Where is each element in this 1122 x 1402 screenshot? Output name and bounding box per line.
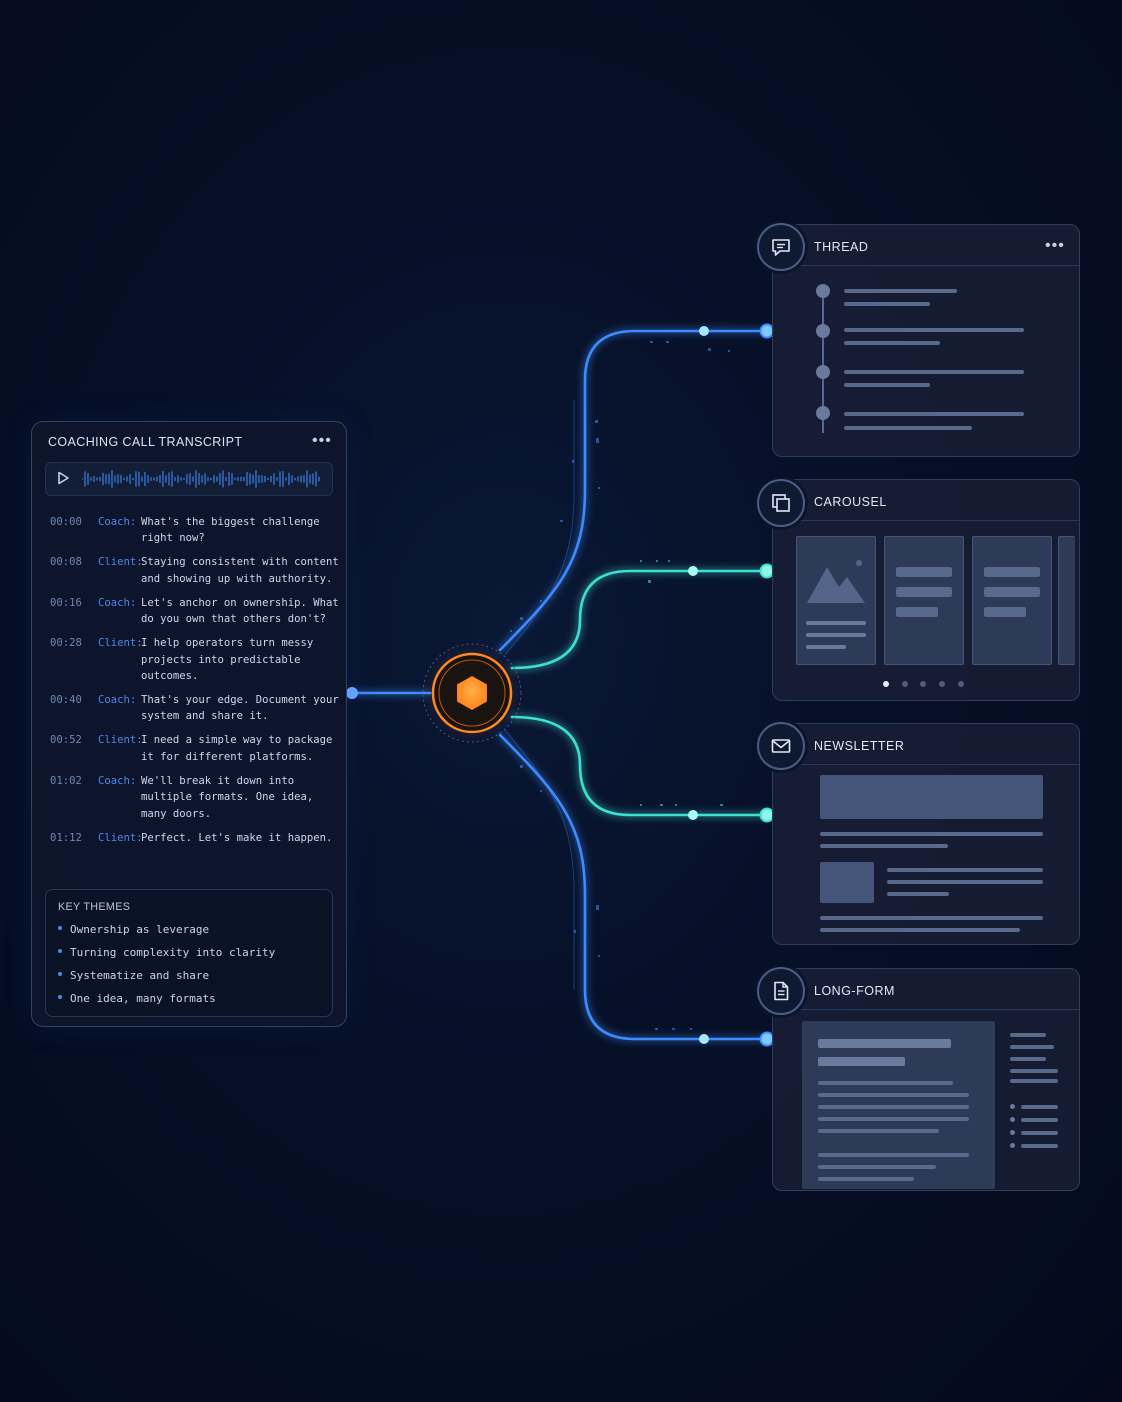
newsletter-title: NEWSLETTER: [814, 739, 905, 753]
key-themes-title: KEY THEMES: [58, 901, 131, 913]
speaker-label: Client:: [98, 734, 143, 747]
timestamp: 00:08: [50, 556, 82, 569]
theme-text: One idea, many formats: [70, 992, 216, 1005]
carousel-slide-4[interactable]: [1058, 536, 1075, 665]
timestamp: 00:28: [50, 637, 82, 650]
transcript-line: 00:16 Coach: Let's anchor on ownership. Wh…: [50, 595, 340, 628]
thread-timeline: [816, 284, 830, 433]
longform-connector: [498, 733, 769, 1041]
longform-card[interactable]: LONG-FORM: [772, 968, 1080, 1191]
transcript-line: 01:02 Coach: We'll break it down into mult…: [50, 773, 340, 822]
line-text: We'll break it down into multiple format…: [141, 774, 314, 820]
timestamp: 00:52: [50, 734, 82, 747]
document-icon: [774, 981, 789, 1001]
speaker-label: Client:: [98, 637, 143, 650]
line-text: Let's anchor on ownership. What do you o…: [141, 596, 339, 626]
speaker-label: Client:: [98, 556, 143, 569]
transcript-line: 00:00 Coach: What's the biggest challenge …: [50, 514, 340, 547]
carousel-slide-2[interactable]: [884, 536, 964, 665]
waveform[interactable]: [82, 469, 322, 489]
theme-text: Ownership as leverage: [70, 923, 210, 936]
carousel-connector: [510, 569, 769, 670]
bullet-icon: [58, 972, 62, 976]
theme-item: One idea, many formats: [58, 990, 275, 1013]
audio-player: [45, 462, 333, 496]
carousel-page-dot[interactable]: [939, 681, 945, 687]
timestamp: 00:00: [50, 516, 82, 528]
longform-badge: [757, 967, 805, 1015]
carousel-title: CAROUSEL: [814, 495, 887, 509]
longform-title: LONG-FORM: [814, 984, 895, 998]
thread-menu-icon[interactable]: •••: [1045, 237, 1065, 254]
timestamp: 00:16: [50, 596, 82, 609]
speaker-label: Coach:: [98, 694, 137, 707]
speaker-label: Coach:: [98, 774, 137, 787]
line-text: Perfect. Let's make it happen.: [141, 831, 333, 844]
bullet-icon: [58, 926, 62, 930]
newsletter-card[interactable]: NEWSLETTER: [772, 723, 1080, 945]
bullet-icon: [58, 995, 62, 999]
carousel-page-dot-active[interactable]: [883, 681, 889, 687]
theme-item: Systematize and share: [58, 967, 275, 990]
transcript-line: 00:08 Client:Staying consistent with cont…: [50, 554, 340, 587]
thread-title: THREAD: [814, 240, 869, 254]
newsletter-hero-block: [820, 775, 1043, 819]
timestamp: 01:12: [50, 831, 82, 844]
line-text: That's your edge. Document your system a…: [141, 694, 339, 723]
timestamp: 00:40: [50, 694, 82, 707]
transcript-line: 00:28 Client:I help operators turn messy …: [50, 635, 340, 684]
play-icon[interactable]: [56, 471, 70, 485]
transcript-title: COACHING CALL TRANSCRIPT: [48, 435, 243, 449]
theme-text: Turning complexity into clarity: [70, 946, 276, 959]
theme-text: Systematize and share: [70, 969, 210, 982]
longform-page: [802, 1021, 995, 1189]
hexagon-icon: [457, 676, 487, 710]
thread-connector: [498, 329, 769, 652]
chat-bubble-icon: [772, 239, 790, 256]
carousel-card[interactable]: CAROUSEL: [772, 479, 1080, 701]
carousel-slide-3[interactable]: [972, 536, 1052, 665]
transcript-menu-icon[interactable]: •••: [312, 432, 332, 449]
carousel-page-dot[interactable]: [958, 681, 964, 687]
line-text: Staying consistent with content and show…: [141, 556, 339, 585]
stacked-squares-icon: [772, 494, 790, 512]
newsletter-connector: [510, 715, 769, 817]
carousel-slide-1[interactable]: [796, 536, 876, 665]
newsletter-badge: [757, 722, 805, 770]
thread-badge: [757, 223, 805, 271]
speaker-label: Client:: [98, 831, 143, 844]
envelope-icon: [771, 739, 791, 753]
line-text: I need a simple way to package it for di…: [141, 734, 333, 763]
image-placeholder-icon: [807, 560, 865, 603]
carousel-page-dot[interactable]: [902, 681, 908, 687]
theme-item: Turning complexity into clarity: [58, 944, 275, 967]
hub-node: [422, 643, 522, 743]
line-text: What's the biggest challenge right now?: [141, 516, 320, 545]
timestamp: 01:02: [50, 774, 82, 787]
carousel-page-dot[interactable]: [920, 681, 926, 687]
speaker-label: Coach:: [98, 516, 137, 528]
theme-item: Ownership as leverage: [58, 921, 275, 944]
transcript-line: 00:40 Coach: That's your edge. Document yo…: [50, 692, 340, 725]
thread-card[interactable]: THREAD •••: [772, 224, 1080, 457]
carousel-badge: [757, 479, 805, 527]
speaker-label: Coach:: [98, 596, 137, 609]
transcript-line: 00:52 Client:I need a simple way to packa…: [50, 732, 340, 765]
line-text: I help operators turn messy projects int…: [141, 637, 314, 683]
transcript-line: 01:12 Client:Perfect. Let's make it happe…: [50, 830, 340, 846]
bullet-icon: [58, 949, 62, 953]
